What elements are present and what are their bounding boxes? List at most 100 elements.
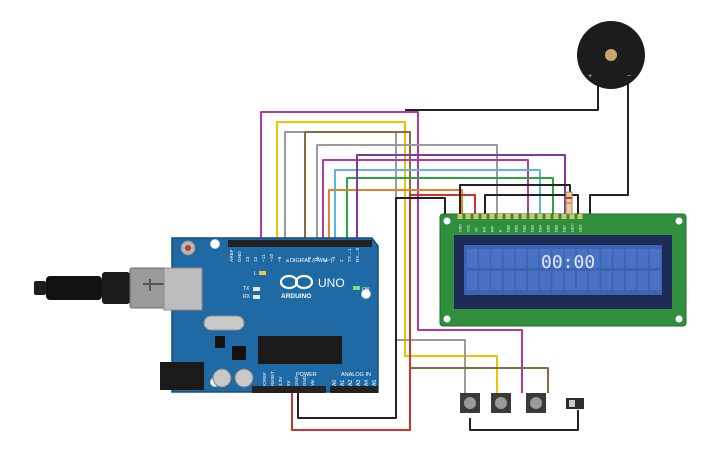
analog-label: ANALOG IN	[341, 372, 371, 378]
lcd-cell	[467, 271, 478, 290]
lcd-cell	[503, 249, 515, 268]
lcd-character-cells	[467, 249, 661, 290]
wire-red[interactable]	[291, 194, 476, 431]
pin-5: ~5	[315, 256, 321, 262]
lcd-pin-label: GND	[459, 224, 463, 232]
buzzer-minus-label: −	[627, 73, 631, 80]
wire-yellow[interactable]	[276, 121, 498, 393]
lcd-cell	[637, 271, 649, 290]
pin-aref: AREF	[229, 249, 235, 262]
wire-black-3[interactable]	[484, 194, 579, 214]
svg-text:A5: A5	[372, 380, 378, 386]
analog-header	[330, 386, 378, 393]
lcd-pin[interactable]	[569, 214, 575, 219]
lcd-cell	[613, 249, 624, 268]
lcd-pin-label: RW	[491, 225, 495, 232]
lcd-pin-label: DB6	[555, 225, 559, 232]
power-pin-labels: IOREF RESET 3.3V 5V GND GND Vin	[262, 371, 315, 386]
piezo-buzzer[interactable]: + −	[577, 21, 645, 89]
lcd-pin-label: LED-	[579, 223, 583, 232]
digital-pin-labels: AREF GND 13 12 ~11 ~10 ~9 8 7 ~6 ~5 4 ~3…	[229, 248, 361, 262]
lcd-cell	[503, 271, 515, 290]
lcd-pin[interactable]	[529, 214, 535, 219]
svg-text:RESET: RESET	[270, 371, 275, 386]
lcd-pin[interactable]	[497, 214, 503, 219]
wire-buzzer-plus[interactable]	[405, 80, 599, 111]
wires	[260, 80, 629, 431]
wire-gray-2[interactable]	[316, 144, 498, 243]
lcd-cell	[601, 271, 612, 290]
svg-text:A1: A1	[340, 380, 346, 386]
lcd-cell	[589, 271, 600, 290]
atmega-chip	[258, 336, 342, 364]
lcd-pin[interactable]	[481, 214, 487, 219]
pin-10: ~10	[269, 254, 275, 262]
pin-3: ~3	[331, 256, 337, 262]
lcd-pin[interactable]	[473, 214, 479, 219]
lcd-pin[interactable]	[553, 214, 559, 219]
lcd-pin[interactable]	[465, 214, 471, 219]
lcd-cell	[650, 271, 661, 290]
push-button-1[interactable]	[460, 393, 480, 413]
lcd-cell	[479, 271, 490, 290]
lcd-cell	[491, 249, 502, 268]
lcd-pin[interactable]	[513, 214, 519, 219]
lcd-cell	[637, 249, 649, 268]
wire-magenta[interactable]	[260, 111, 523, 393]
usb-port	[163, 267, 203, 311]
wire-magenta-2[interactable]	[322, 159, 529, 243]
lcd-cell	[528, 249, 539, 268]
svg-text:GND: GND	[302, 375, 307, 386]
wire-black[interactable]	[297, 197, 446, 419]
lcd-pin[interactable]	[521, 214, 527, 219]
push-button-3[interactable]	[526, 393, 546, 413]
lcd-cell	[625, 271, 637, 290]
lcd-pin[interactable]	[505, 214, 511, 219]
slide-switch[interactable]	[566, 398, 584, 409]
svg-text:5V: 5V	[286, 380, 291, 386]
lcd-cell	[552, 249, 563, 268]
wire-orange[interactable]	[328, 189, 463, 243]
lcd-cell	[467, 249, 478, 268]
lcd-pin-label: DB1	[515, 225, 519, 232]
lcd-pin-label: DB2	[523, 225, 527, 232]
arduino-board[interactable]: AREF GND 13 12 ~11 ~10 ~9 8 7 ~6 ~5 4 ~3…	[160, 237, 379, 393]
lcd-cell	[613, 271, 624, 290]
lcd-pin-label: VCC	[467, 224, 471, 232]
push-button-2[interactable]	[491, 393, 511, 413]
pin-2: 2	[339, 259, 345, 262]
power-label: POWER	[296, 372, 317, 378]
svg-text:Vin: Vin	[310, 379, 315, 386]
arduino-logo: ARDUINO UNO	[279, 274, 345, 300]
lcd-pin[interactable]	[457, 214, 463, 219]
svg-text:GND: GND	[294, 375, 299, 386]
lcd-cell	[515, 249, 527, 268]
buzzer-plus-label: +	[588, 73, 592, 80]
lcd-cell	[564, 271, 576, 290]
tx-label: TX	[243, 286, 250, 292]
lcd-pin-label: DB3	[531, 225, 535, 232]
analog-pin-labels: A0 A1 A2 A3 A4 A5	[332, 380, 378, 386]
lcd-cell	[576, 271, 588, 290]
lcd-cell	[601, 249, 612, 268]
usb-cable[interactable]	[34, 267, 183, 309]
wire-cyan[interactable]	[334, 169, 541, 243]
lcd-pin[interactable]	[537, 214, 543, 219]
lcd-pin[interactable]	[489, 214, 495, 219]
pin-12: 12	[253, 256, 259, 262]
lcd-cell	[540, 249, 551, 268]
lcd-cell	[589, 249, 600, 268]
lcd-pin[interactable]	[577, 214, 583, 219]
lcd-pin[interactable]	[561, 214, 567, 219]
lcd-cell	[528, 271, 539, 290]
lcd-cell	[650, 249, 661, 268]
wire-buzzer-minus[interactable]	[589, 80, 629, 214]
wire-button-ground[interactable]	[469, 410, 579, 431]
lcd-pin[interactable]	[545, 214, 551, 219]
lcd-cell	[515, 271, 527, 290]
pin-9: ~9	[277, 256, 283, 262]
